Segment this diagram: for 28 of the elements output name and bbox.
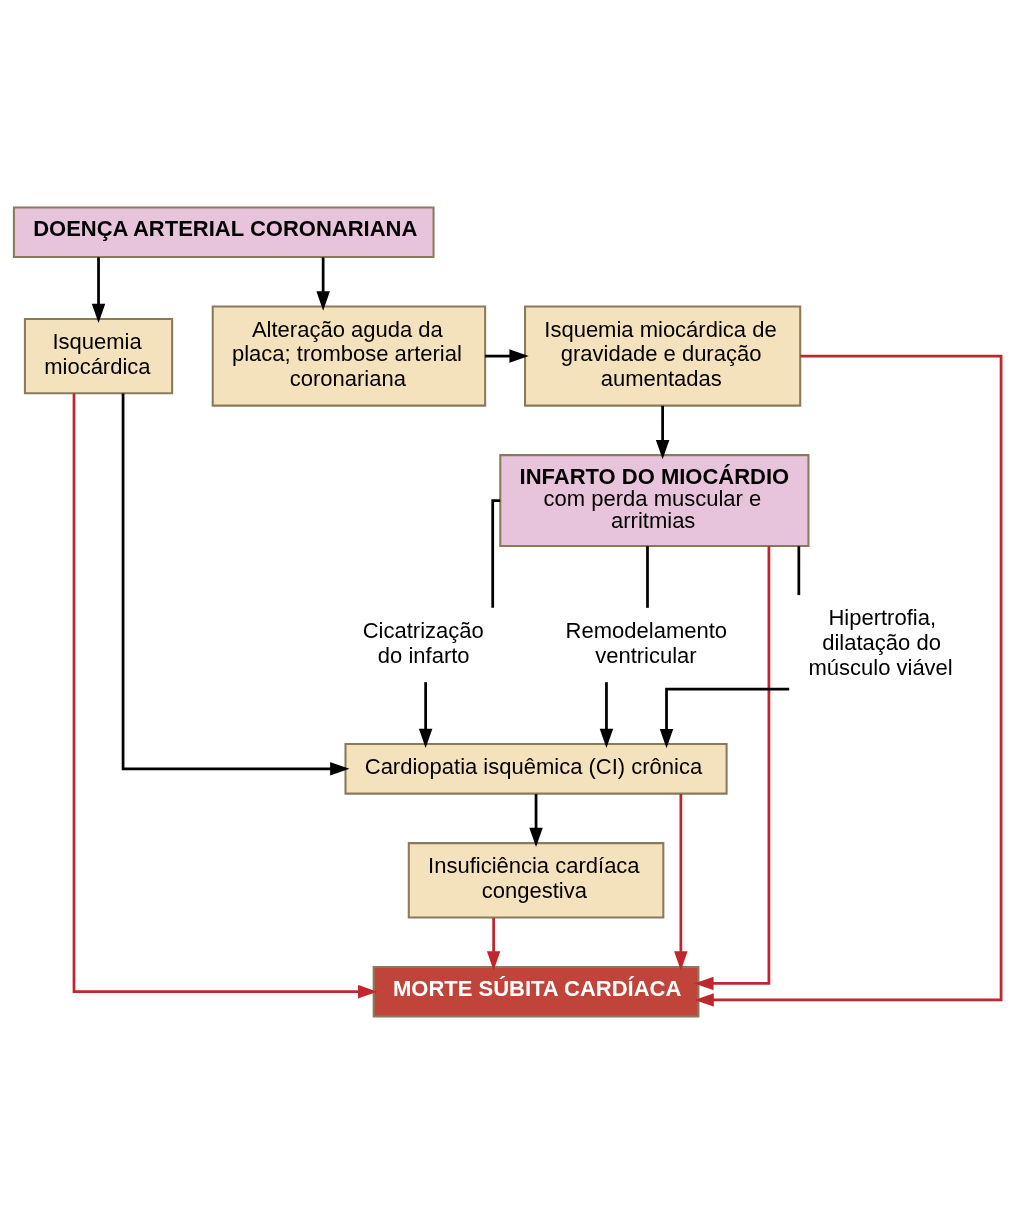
arrow xyxy=(659,687,790,749)
node-box: MORTE SÚBITA CARDÍACA xyxy=(372,965,700,1018)
arrow xyxy=(316,257,330,311)
node-text: Hipertrofia, dilatação do músculo viável xyxy=(808,605,953,681)
arrow xyxy=(121,393,350,776)
node-text: Remodelamento ventricular xyxy=(565,617,728,668)
arrow xyxy=(694,354,1003,1007)
connector xyxy=(797,546,801,596)
arrow xyxy=(486,918,501,971)
node-box: DOENÇA ARTERIAL CORONARIANA xyxy=(12,206,435,259)
arrow xyxy=(418,682,433,749)
arrow xyxy=(485,349,529,363)
arrow xyxy=(674,794,688,971)
arrow xyxy=(655,405,670,460)
arrow xyxy=(694,546,771,991)
node-box: Isquemia miocárdica de gravidade e duração aumentadas xyxy=(524,305,802,407)
node-text: Cicatrização do infarto xyxy=(362,617,484,668)
node-box: Cardiopatia isquêmica (CI) crônica xyxy=(344,743,728,795)
node-box: Isquemia miocárdica xyxy=(23,317,174,395)
connector xyxy=(646,546,649,608)
connector xyxy=(491,499,501,608)
node-box: Insuficiência cardíaca congestiva xyxy=(407,842,665,919)
node-box: INFARTO DO MIOCÁRDIO com perda muscular e arritmias xyxy=(499,454,810,547)
arrow xyxy=(72,393,378,999)
node-box: Alteração aguda da placa; trombose arterial coronariana xyxy=(211,305,487,407)
arrow xyxy=(91,257,106,323)
arrow xyxy=(599,682,614,749)
arrow xyxy=(529,794,543,847)
